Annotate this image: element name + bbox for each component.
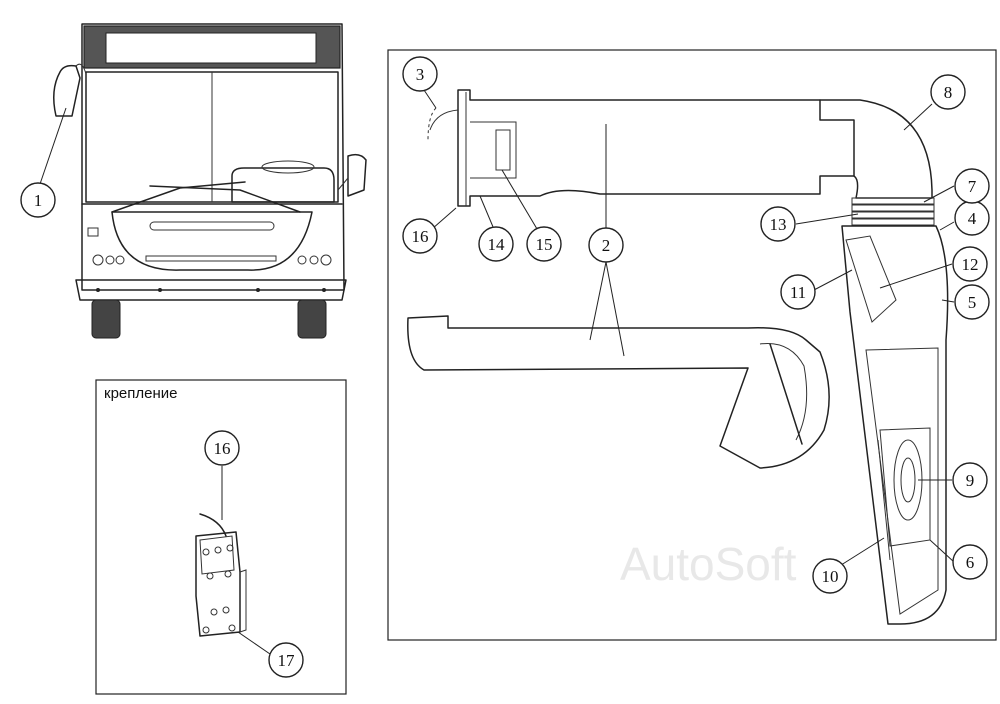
callout-17: 17 (268, 642, 304, 678)
callout-5: 5 (954, 284, 990, 320)
callout-4-label: 4 (968, 209, 977, 228)
inset-title: крепление (104, 385, 177, 402)
watermark: AutoSoft (620, 538, 797, 590)
callout-16-label: 16 (412, 227, 429, 246)
callout-16-inset-label: 16 (214, 439, 231, 458)
main-detail-view: AutoSoft (387, 49, 997, 641)
callout-10-label: 10 (822, 567, 839, 586)
callout-15-label: 15 (536, 235, 553, 254)
callout-8: 8 (930, 74, 966, 110)
bellows (851, 197, 935, 226)
callout-17-label: 17 (278, 651, 296, 670)
callout-9: 9 (952, 462, 988, 498)
callout-10: 10 (812, 558, 848, 594)
callout-15: 15 (526, 226, 562, 262)
callout-13-label: 13 (770, 215, 787, 234)
callout-12: 12 (952, 246, 988, 282)
callout-11-label: 11 (790, 283, 806, 302)
callout-7: 7 (954, 168, 990, 204)
callout-14-label: 14 (488, 235, 506, 254)
callout-12-label: 12 (962, 255, 979, 274)
detail-frame (387, 49, 997, 641)
callout-6-label: 6 (966, 553, 975, 572)
callout-14: 14 (478, 226, 514, 262)
callout-3-label: 3 (416, 65, 425, 84)
callout-5-label: 5 (968, 293, 977, 312)
callout-2-label: 2 (602, 236, 611, 255)
callout-11: 11 (780, 274, 816, 310)
callout-16: 16 (402, 218, 438, 254)
inset-frame (95, 379, 347, 695)
callout-4: 4 (954, 200, 990, 236)
callout-2: 2 (588, 227, 624, 263)
callout-3: 3 (402, 56, 438, 92)
callout-6: 6 (952, 544, 988, 580)
callout-8-label: 8 (944, 83, 953, 102)
callout-1-label: 1 (34, 191, 43, 210)
callout-9-label: 9 (966, 471, 975, 490)
callout-16-inset: 16 (204, 430, 240, 466)
callout-1: 1 (20, 182, 56, 218)
callout-13: 13 (760, 206, 796, 242)
bus-front-view (39, 23, 367, 339)
inset-mounting-detail: крепление (95, 379, 347, 695)
callout-7-label: 7 (968, 177, 977, 196)
